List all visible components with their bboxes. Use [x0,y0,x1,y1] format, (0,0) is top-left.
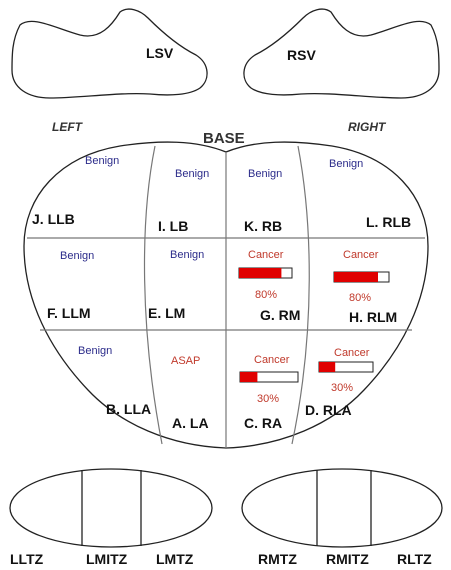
zone-rb-status: Benign [248,168,282,180]
zone-lla-label: B. LLA [106,401,151,417]
zone-rla-bar-fill [319,362,335,372]
zone-rm-bar-fill [239,268,281,278]
zone-llb-label: J. LLB [32,211,75,227]
zone-rla-percent: 30% [331,382,353,394]
left-seminal-vesicle [12,9,207,98]
left-transition-zone [10,469,212,547]
right-transition-zone [242,469,442,547]
zone-lm-label: E. LM [148,305,185,321]
zone-rlm-percent: 80% [349,292,371,304]
zone-rlb-status: Benign [329,158,363,170]
zone-rm-percent: 80% [255,289,277,301]
tz-label-lmitz: LMITZ [86,551,128,567]
zone-la-status: ASAP [171,355,200,367]
zone-lb-label: I. LB [158,218,188,234]
zone-ra-label: C. RA [244,415,282,431]
right-seminal-vesicle [244,9,439,98]
zone-rla-status: Cancer [334,347,370,359]
zone-rb-label: K. RB [244,218,282,234]
tz-label-lltz: LLTZ [10,551,44,567]
tz-label-lmtz: LMTZ [156,551,194,567]
right-header: RIGHT [348,120,387,134]
vertical-divider-right [292,146,309,444]
tz-label-rmtz: RMTZ [258,551,297,567]
zone-lb-status: Benign [175,168,209,180]
zone-llb-status: Benign [85,155,119,167]
zone-ra-status: Cancer [254,354,290,366]
lsv-label: LSV [146,45,174,61]
zone-rm-status: Cancer [248,249,284,261]
zone-rlm-bar-fill [334,272,378,282]
zone-lla-status: Benign [78,345,112,357]
zone-la-label: A. LA [172,415,209,431]
zone-ra-bar-fill [240,372,257,382]
zone-rlm-label: H. RLM [349,309,397,325]
base-header: BASE [203,130,245,147]
zone-llm-label: F. LLM [47,305,91,321]
zone-rlm-status: Cancer [343,249,379,261]
rsv-label: RSV [287,47,316,63]
zone-rm-label: G. RM [260,307,300,323]
tz-label-rmitz: RMITZ [326,551,369,567]
zone-ra-percent: 30% [257,393,279,405]
zone-rlb-label: L. RLB [366,214,411,230]
left-header: LEFT [52,120,84,134]
zone-lm-status: Benign [170,249,204,261]
vertical-divider-left [145,146,162,444]
zone-rla-label: D. RLA [305,402,352,418]
tz-label-rltz: RLTZ [397,551,432,567]
zone-llm-status: Benign [60,250,94,262]
